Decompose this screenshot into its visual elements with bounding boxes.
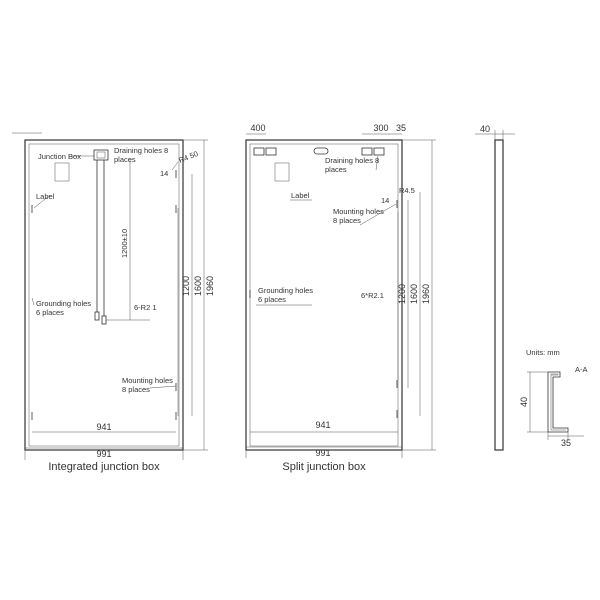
integrated-dim-941: 941 xyxy=(96,422,111,432)
integrated-r4-label: R4 50 xyxy=(177,149,199,165)
split-mounting-label-2: 8 places xyxy=(333,216,361,225)
split-dim-991: 991 xyxy=(315,448,330,458)
split-dim-1600: 1600 xyxy=(409,284,419,304)
integrated-junction-box-label: Junction Box xyxy=(38,152,81,161)
section-dim-40: 40 xyxy=(519,397,529,407)
integrated-caption: Integrated junction box xyxy=(48,461,160,473)
split-dim-1960: 1960 xyxy=(421,284,431,304)
side-view: 40 xyxy=(475,124,515,451)
split-label-text: Label xyxy=(291,191,310,200)
side-profile xyxy=(494,139,504,451)
split-dim-1200: 1200 xyxy=(397,284,407,304)
integrated-grounding-label-1: Grounding holes xyxy=(36,299,91,308)
split-panel-outline xyxy=(245,139,403,451)
units-label: Units: mm xyxy=(526,348,560,357)
integrated-14-label: 14 xyxy=(160,169,168,178)
integrated-panel-inner xyxy=(28,143,180,447)
integrated-dim-1600: 1600 xyxy=(193,276,203,296)
split-grounding-label-2: 6 places xyxy=(258,295,286,304)
integrated-dim-1960: 1960 xyxy=(205,276,215,296)
integrated-dim-991: 991 xyxy=(96,449,111,459)
integrated-draining-label-2: places xyxy=(114,155,136,164)
section-title: A-A xyxy=(575,365,588,374)
section-dim-35: 35 xyxy=(561,438,571,448)
split-dim-941: 941 xyxy=(315,420,330,430)
integrated-mounting-label-1: Mounting holes xyxy=(122,376,173,385)
split-dim-400: 400 xyxy=(250,123,265,133)
integrated-dim-1200: 1200 xyxy=(181,276,191,296)
split-dim-300: 300 xyxy=(373,123,388,133)
integrated-label-text: Label xyxy=(36,192,55,201)
split-draining-label-2: places xyxy=(325,165,347,174)
split-r45-label: R4.5 xyxy=(399,186,415,195)
split-dim-35: 35 xyxy=(396,123,406,133)
integrated-junction-box xyxy=(93,149,109,161)
side-dim-40: 40 xyxy=(480,124,490,134)
integrated-r21-label: 6-R2 1 xyxy=(134,303,157,312)
integrated-panel-outline xyxy=(24,139,184,451)
split-14-label: 14 xyxy=(381,196,389,205)
split-view: 400 300 35 Draining holes 8 places Label… xyxy=(245,123,436,473)
integrated-grounding-label-2: 6 places xyxy=(36,308,64,317)
frame-section-profile xyxy=(547,371,569,433)
integrated-cable-length: 1200±10 xyxy=(120,229,129,258)
integrated-draining-label-1: Draining holes 8 xyxy=(114,146,168,155)
integrated-view: Junction Box Draining holes 8 places R4 … xyxy=(12,132,215,473)
section-aa: Units: mm A-A 40 35 xyxy=(519,348,588,448)
connector-left xyxy=(94,311,100,321)
integrated-mounting-label-2: 8 places xyxy=(122,385,150,394)
split-mounting-label-1: Mounting holes xyxy=(333,207,384,216)
split-r21-label: 6*R2.1 xyxy=(361,291,384,300)
integrated-label-box xyxy=(54,162,70,182)
split-draining-label-1: Draining holes 8 xyxy=(325,156,379,165)
split-grounding-label-1: Grounding holes xyxy=(258,286,313,295)
split-caption: Split junction box xyxy=(282,461,366,473)
split-label-box xyxy=(274,162,290,182)
connector-right xyxy=(101,315,107,325)
